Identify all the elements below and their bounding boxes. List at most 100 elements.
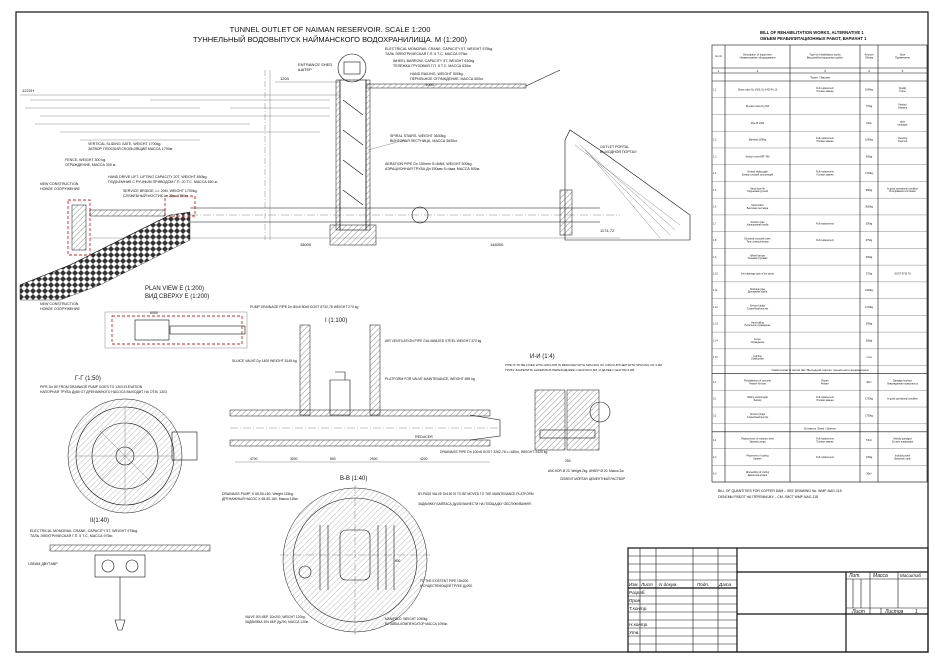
bill-col-number: 4 [868, 69, 870, 73]
section-ee-note-ru: ТРУБУ ЗАКРЕПИТЬ АНКЕРОМ В ПЕРЕХОДНИКЕ С … [505, 368, 635, 372]
crane-callout-en: ELECTRICAL MONORAIL CRANE, CAPACITY 5T, … [385, 47, 493, 51]
bill-cell: Venturi meter ВРГ 400 [745, 155, 770, 158]
bill-cell: Full replacement [816, 222, 834, 225]
drawing-title-en: TUNNEL OUTLET OF NAIMAN RESERVOIR. SCALE… [230, 25, 431, 34]
bill-cell: 1.15 [713, 356, 718, 359]
section-i-dim: 2500 [370, 457, 378, 461]
plan-view: PLAN VIEW E (1:200) ВИД СВЕРХУ Е (1:200)… [40, 286, 248, 349]
bill-cell: Pipe Ø 1400 [751, 122, 765, 125]
aeration-callout-ru: АЭРАЦИОННАЯ ТРУБА Дн 150мм S=4мм, МАССА … [385, 167, 480, 171]
fence-callout-ru: ОГРАЖДЕНИЕ, МАССА 300 кг. [65, 163, 116, 167]
bill-cell: 1.3 [713, 155, 717, 158]
bill-section-heading: Entrance Shed / Шатер [804, 426, 836, 430]
hoist-callout-en: HAND DRIVE LIFT. LIFTING CAPACITY 20T, W… [108, 175, 207, 179]
reservoir-water [20, 94, 340, 141]
railing-callout-en: HAND RAILING, WEIGHT 500kg. [410, 72, 464, 76]
tb-head-izm: Изм. [629, 582, 639, 587]
platform-label: PLATFORM FOR VALVE MAINTENANCE, WEIGHT 6… [385, 377, 475, 381]
bill-cell: 500kg [866, 323, 873, 326]
bill-cell: In good operational condition [887, 398, 918, 401]
wheel-callout-ru: ТЕЛЕЖКА ГРУЗОВАЯ Г.П. 5 Т.С. МАССА 630кг… [393, 64, 472, 68]
bb-manifold-en: MANIFOLD, WEIGHT 1090kg. [385, 617, 428, 621]
bill-cell: Inlet drainage pipe of the pump [741, 273, 775, 276]
bridge-callout-ru: СЛУЖЕБНЫЙ МОСТИК L= 20м, 1700кг. [123, 194, 189, 198]
plan-new-construction-ru: НОВОЕ СООРУЖЕНИЕ [40, 307, 80, 311]
section-i-dim: 3000 [290, 457, 298, 461]
bill-cell: 1 set [866, 356, 872, 359]
bill-cell: By-pass valve Dy 150 [746, 105, 770, 108]
bill-cell: 1.12 [713, 306, 718, 309]
section-ii: II(1:40) ELECTRICAL MONORAIL CRANE, CAPA… [28, 518, 211, 631]
section-ee-dim: 250 [565, 459, 571, 463]
sluice-valve-label: SLUICE VALVE Dy 1400 WEIGHT 5145 kg [232, 359, 297, 363]
air-pipe-label: AIR VENTILATION PIPE GALVANIZED STEEL WE… [385, 339, 481, 343]
section-bb-title: В-В (1:40) [340, 476, 367, 482]
bill-col-number: 2 [757, 69, 759, 73]
title-block: Разраб.Пров.Т.контр.Н.контр.Утв. Изм. Ли… [627, 547, 929, 653]
section-gg-title: Г-Г (1:50) [75, 376, 101, 382]
bill-cell: Full replacement [816, 239, 834, 242]
section-ee-title: И-И (1:4) [530, 354, 555, 360]
tb-sheets-count: 1 [915, 609, 918, 615]
section-ee-note-en: PIPE IS TO BE FIXED WITH ANCHOR IN REDUC… [505, 363, 662, 367]
bill-cell: 1.9 [713, 256, 717, 259]
section-ii-crane-en: ELECTRICAL MONORAIL CRANE, CAPACITY 5T, … [30, 529, 138, 533]
bill-cell: 270kg [866, 273, 873, 276]
bill-cell: 1.5 [713, 189, 717, 192]
bill-cell: 1.1 [713, 88, 717, 91]
bb-pump-en: DRAINAGE PUMP, K 65-50-160, Weight 115kg… [222, 492, 294, 496]
bill-cell: 30m² [866, 473, 872, 476]
tunnel-pipe [190, 206, 620, 224]
section-gg-note-en: PIPE Dn 80 FROM DRAINAGE PUMP GOES TO 13… [40, 385, 143, 389]
bill-cell: 3.2 [713, 414, 717, 417]
bill-cell: 1090kg [865, 139, 874, 142]
plan-dim-6000: 6000 [150, 311, 158, 315]
bill-cell: Sluice valve Dy 1400, Dy 1400 Ру 10 [738, 88, 778, 91]
sheet-frame [15, 11, 929, 653]
bb-bypass-ru: ЗАДВИЖКУ БАЙПАСА Ду150 ВЫНЕСТИ НА ПЛОЩАД… [418, 502, 532, 506]
tb-head-list: Лист [640, 582, 653, 587]
bill-cell: 5.6m² [866, 439, 872, 442]
pump-pipe-label: PUMP DRAINAGE PIPE Dn 80x5 80x5 GOST 873… [250, 305, 358, 309]
bill-cell: 1700kg [865, 414, 874, 417]
section-i-dim: 4700 [250, 457, 258, 461]
bill-cell: 600kg [866, 155, 873, 158]
plan-view-title-en: PLAN VIEW E (1:200) [145, 286, 204, 292]
tb-role: Н.контр. [629, 622, 648, 627]
bill-cell: 1.8 [713, 239, 717, 242]
tb-role: Утв. [629, 630, 639, 635]
tb-role: Т.контр. [629, 606, 648, 611]
bill-cell: Full replacement [816, 456, 834, 459]
bill-col-number: 5 [902, 69, 904, 73]
bill-cell: 2.1 [713, 381, 717, 384]
main-elevation: TUNNEL OUTLET OF NAIMAN RESERVOIR. SCALE… [19, 25, 691, 301]
gate-callout-ru: ЗАТВОР ПЛОСКИЙ СКОЛЬЗЯЩИЙ МАССА 1700кг. [88, 147, 173, 151]
bill-cell: 300kg [866, 339, 873, 342]
bb-valve-en: VALVE 30Ч 6БР, 1Dn200, WEIGHT 120kg. [245, 615, 306, 619]
tb-mass: Масса [873, 573, 888, 579]
new-construction-label: NEW CONSTRUCTION [40, 182, 79, 186]
aeration-callout-en: AERATION PIPE Dn 150mm S=4MM, WEIGHT 500… [385, 162, 472, 166]
crane-callout-ru: ТАЛЬ ЭЛЕКТРИЧЕСКАЯ Г.П. 5 Т.С. МАССА 975… [385, 52, 468, 56]
